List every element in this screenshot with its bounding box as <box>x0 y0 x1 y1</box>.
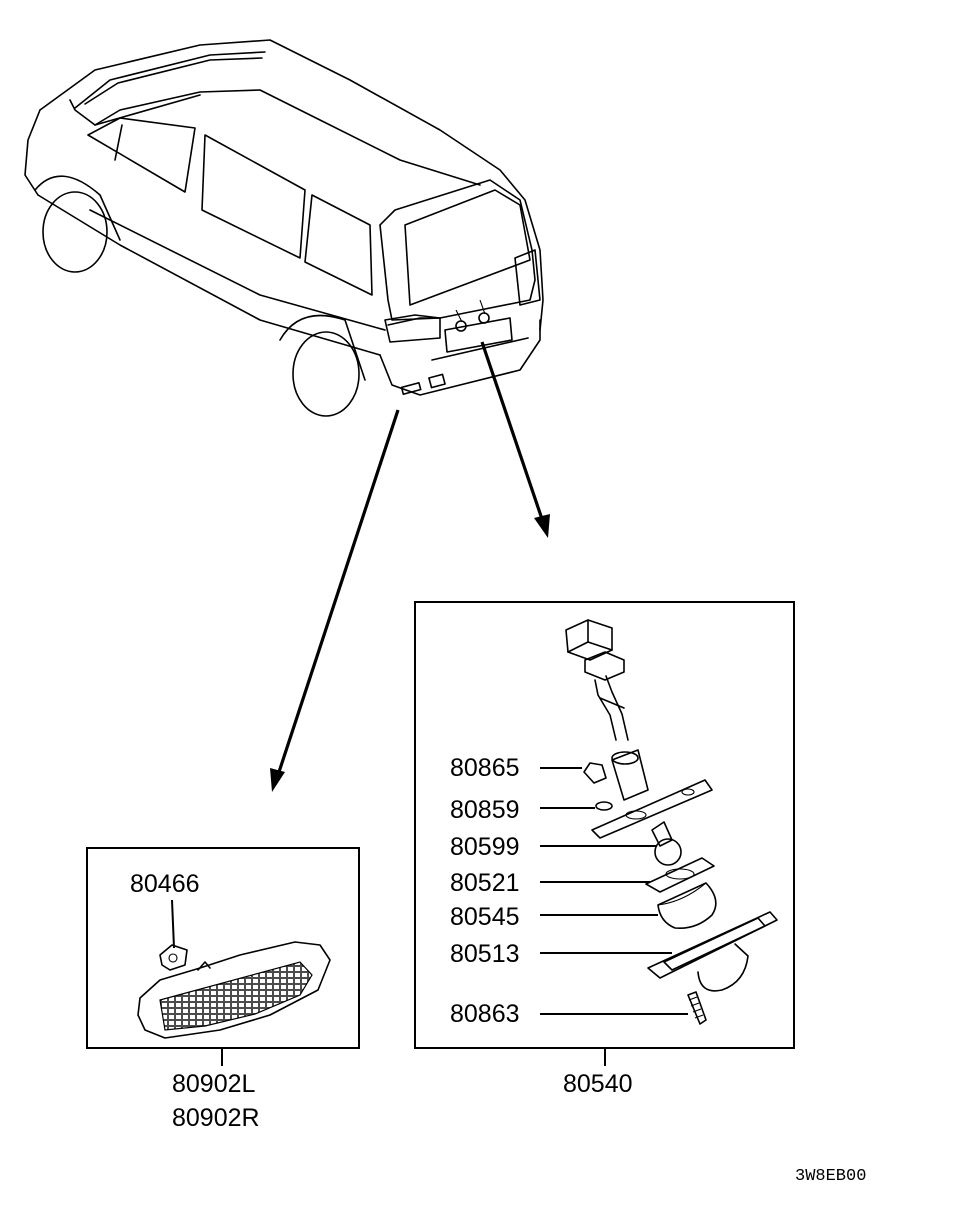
gasket-icon <box>645 857 715 893</box>
socket-icon <box>591 749 713 839</box>
screw-icon <box>687 991 707 1025</box>
grommet-icon <box>583 762 607 784</box>
bezel-icon <box>647 911 778 992</box>
clip-nut-icon <box>159 944 188 971</box>
part-number-80902L: 80902L <box>172 1070 256 1098</box>
side-marker-lamp-icon <box>137 941 331 1039</box>
callout-80859: 80859 <box>450 796 520 824</box>
arrow-to-plate-lamp <box>480 341 550 538</box>
callout-80545: 80545 <box>450 903 520 931</box>
washer-icon <box>595 801 613 811</box>
callout-80599: 80599 <box>450 833 520 861</box>
part-number-80902R: 80902R <box>172 1104 260 1132</box>
vehicle-illustration <box>24 39 544 417</box>
callout-80513: 80513 <box>450 940 520 968</box>
part-number-80540: 80540 <box>563 1070 633 1098</box>
diagram-code: 3W8EB00 <box>795 1167 866 1186</box>
arrow-to-side-marker <box>270 409 400 792</box>
lens-icon <box>657 882 717 930</box>
callout-80863: 80863 <box>450 1000 520 1028</box>
plate-lamp-assembly: 80865 80859 80599 80521 80545 80513 <box>414 601 795 1098</box>
callout-80466: 80466 <box>130 870 200 898</box>
callout-80521: 80521 <box>450 869 520 897</box>
connector-icon <box>565 619 629 741</box>
bulb-icon <box>651 821 682 866</box>
callout-80865: 80865 <box>450 754 520 782</box>
side-marker-assembly: 80466 80902L 80902R <box>86 847 360 1132</box>
